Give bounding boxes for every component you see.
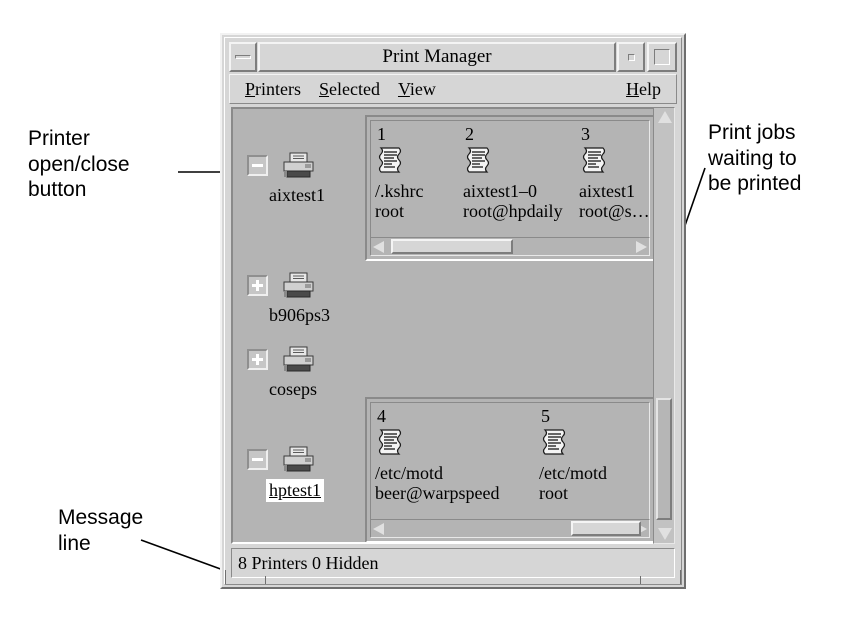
scroll-up-icon[interactable] [658, 111, 672, 123]
resize-notch[interactable] [265, 576, 266, 584]
job-owner: root [375, 201, 404, 222]
hscroll-thumb[interactable] [571, 521, 641, 536]
window-menu-icon [235, 55, 251, 59]
printer-work-area: aixtest1 b906ps3 [231, 107, 675, 544]
job-name: aixtest1 [579, 180, 635, 201]
printer-label-coseps[interactable]: coseps [269, 379, 317, 399]
document-icon [582, 147, 606, 173]
main-vertical-scrollbar[interactable] [653, 107, 675, 544]
printer-icon [283, 446, 314, 472]
job-name: /.kshrc [375, 180, 424, 201]
printer-toggle-aixtest1[interactable] [247, 155, 268, 176]
window-inner-frame: Print Manager Printers Selected View Hel… [224, 37, 682, 585]
plus-icon-vertical [256, 354, 259, 365]
resize-notch[interactable] [640, 576, 641, 584]
printer-icon [283, 272, 314, 298]
job-item[interactable]: 5 /etc/motd [539, 406, 649, 504]
scroll-down-icon[interactable] [658, 528, 672, 540]
job-item[interactable]: 3 aixtest1 [579, 124, 650, 222]
job-list-aixtest1: 1 /.kshrc [370, 120, 650, 238]
job-name: aixtest1–0 [463, 180, 537, 201]
printer-toggle-b906ps3[interactable] [247, 275, 268, 296]
document-icon [466, 147, 490, 173]
job-owner: root@s… [579, 201, 650, 222]
menu-view-label: iew [409, 78, 436, 99]
job-name: /etc/motd [375, 462, 443, 483]
minimize-button[interactable] [617, 42, 645, 72]
window-menu-button[interactable] [229, 42, 257, 72]
printer-toggle-coseps[interactable] [247, 349, 268, 370]
job-panel-hptest1: 4 /etc/motd [365, 397, 655, 542]
printer-icon [283, 346, 314, 372]
maximize-icon [654, 49, 670, 65]
printer-label-hptest1[interactable]: hptest1 [266, 479, 324, 502]
menu-view[interactable]: View [389, 78, 445, 101]
print-manager-window: Print Manager Printers Selected View Hel… [220, 33, 686, 589]
document-icon [542, 429, 566, 455]
job-owner: beer@warpspeed [375, 483, 500, 504]
message-line: 8 Printers 0 Hidden [231, 548, 675, 578]
job-number: 1 [377, 124, 386, 144]
vscroll-thumb[interactable] [656, 398, 672, 520]
printer-label-aixtest1[interactable]: aixtest1 [269, 185, 325, 205]
job-owner: root [539, 483, 568, 504]
job-list-hptest1: 4 /etc/motd [370, 402, 650, 520]
printer-toggle-hptest1[interactable] [247, 449, 268, 470]
job-item[interactable]: 1 /.kshrc [375, 125, 495, 221]
minus-icon [252, 458, 263, 461]
maximize-button[interactable] [647, 42, 677, 72]
document-icon [378, 429, 402, 455]
job-number: 5 [541, 406, 550, 426]
printer-label-b906ps3[interactable]: b906ps3 [269, 305, 331, 325]
job-number: 2 [465, 124, 474, 144]
annotation-print-jobs: Print jobs waiting to be printed [708, 121, 802, 196]
titlebar: Print Manager [229, 42, 677, 72]
menu-help-mnemonic: H [626, 78, 639, 99]
minus-icon [252, 164, 263, 167]
hscroll-thumb[interactable] [390, 239, 513, 254]
resize-notch[interactable] [680, 570, 681, 584]
document-icon [378, 147, 402, 173]
menu-view-mnemonic: V [397, 78, 410, 99]
title-area[interactable]: Print Manager [258, 42, 616, 72]
job-panel-hscrollbar-hptest1[interactable] [370, 519, 650, 538]
scroll-left-icon[interactable] [373, 241, 384, 253]
job-item[interactable]: 4 /etc/motd [375, 406, 500, 504]
status-text: 8 Printers 0 Hidden [238, 552, 379, 573]
menu-selected-mnemonic: S [319, 78, 330, 99]
job-item[interactable]: 2 aixtest1–0 [463, 125, 583, 221]
menu-selected-label: elected [329, 78, 380, 99]
menu-help-label: elp [639, 78, 661, 99]
menubar: Printers Selected View Help [229, 74, 677, 104]
printer-icon [283, 152, 314, 178]
menu-help[interactable]: Help [617, 78, 670, 101]
scroll-right-icon[interactable] [636, 523, 647, 535]
minimize-icon [627, 53, 635, 61]
job-number: 4 [377, 406, 386, 426]
job-panel-hscrollbar-aixtest1[interactable] [370, 237, 650, 256]
job-number: 3 [581, 124, 590, 144]
scroll-right-icon[interactable] [636, 241, 647, 253]
job-owner: root@hpdaily [463, 201, 563, 222]
job-panel-aixtest1: 1 /.kshrc [365, 115, 655, 261]
annotation-message-line: Message line [58, 506, 144, 555]
annotation-printer-toggle: Printer open/close button [28, 127, 130, 202]
menu-printers-mnemonic: P [245, 78, 256, 99]
menu-printers-label: rinters [255, 78, 301, 99]
menu-selected[interactable]: Selected [310, 78, 389, 101]
window-title: Print Manager [382, 46, 492, 67]
menu-printers[interactable]: Printers [236, 78, 310, 101]
scroll-left-icon[interactable] [373, 523, 384, 535]
job-name: /etc/motd [539, 462, 607, 483]
plus-icon-vertical [256, 280, 259, 291]
resize-notch[interactable] [225, 570, 226, 584]
